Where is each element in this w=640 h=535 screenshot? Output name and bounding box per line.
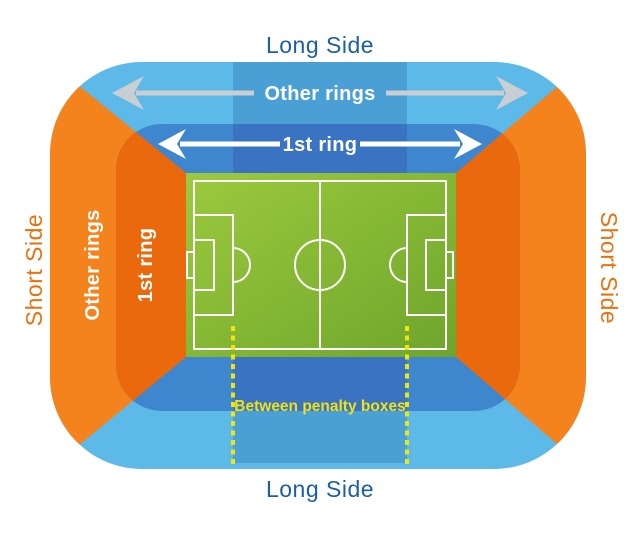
right-penalty-arc [389,247,408,283]
top-first-ring-label: 1st ring [283,134,358,156]
other-rings-arrowhead-right [496,76,528,110]
first-ring-arrow-shaft-right [360,141,460,147]
short-side-right-first-ring [456,124,520,411]
other-rings-arrow [112,76,528,110]
bottom-other-rings-center-column [233,411,407,463]
left-short-side-label: Short Side [21,214,47,326]
pitch-markings [186,180,454,350]
first-ring-arrowhead-left [158,129,186,159]
left-other-rings-label: Other rings [82,209,104,320]
right-short-side-label: Short Side [596,212,622,324]
other-rings-arrowhead-left [112,76,144,110]
left-first-ring-label: 1st ring [135,228,157,303]
right-goal [445,251,454,279]
first-ring-arrow-shaft-left [180,141,280,147]
top-first-ring-center-column [233,124,407,173]
top-other-rings-label: Other rings [264,83,375,105]
left-penalty-arc [232,247,251,283]
center-circle [294,239,346,291]
left-goal [186,251,195,279]
top-other-rings-center-column [233,62,407,124]
bottom-first-ring-center-column [233,357,407,411]
other-rings-arrow-shaft-left [136,90,254,96]
penalty-box-dotted-lines [231,326,409,466]
top-long-side-label: Long Side [266,32,374,58]
first-ring-arrow [158,129,482,159]
between-penalty-boxes-label: Between penalty boxes [234,398,405,415]
bottom-long-side-label: Long Side [266,476,374,502]
short-side-left-first-ring [116,124,186,411]
other-rings-arrow-shaft-right [386,90,504,96]
first-ring-arrowhead-right [454,129,482,159]
